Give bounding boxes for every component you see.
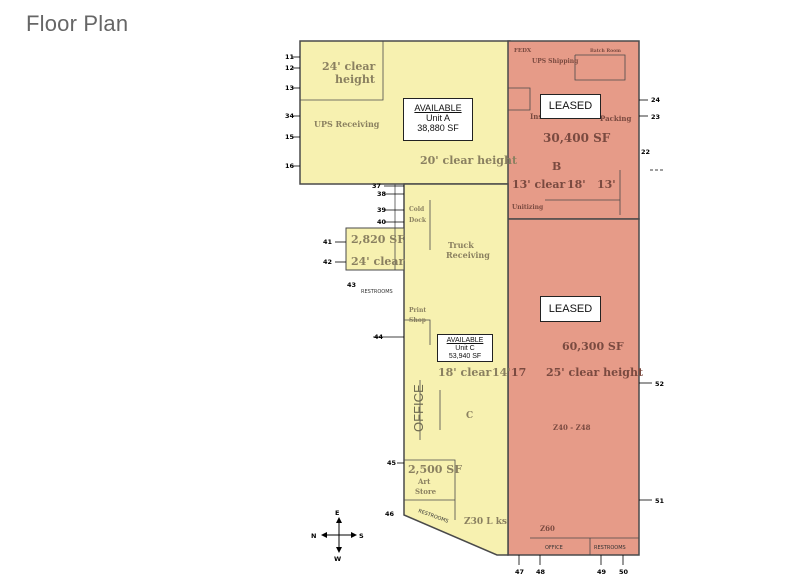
unit-d-clear: 25' clear height: [546, 366, 644, 379]
dock-46: 46: [385, 510, 395, 518]
dock-16: 16: [285, 162, 295, 170]
page-title: Floor Plan: [26, 11, 129, 36]
unit-b-ins: Ins: [530, 112, 542, 121]
dock-47: 47: [515, 568, 524, 576]
dock-23: 23: [651, 113, 660, 121]
dock-45: 45: [387, 459, 397, 467]
unit-b-packing: Packing: [600, 114, 631, 123]
unit-d-restrooms: RESTROOMS: [594, 545, 626, 551]
dock-39: 39: [377, 206, 387, 214]
unit-c-letter: C: [466, 411, 473, 421]
unit-b-unitizing: Unitizing: [512, 204, 544, 211]
unit-c-area: 53,940 SF: [448, 353, 482, 360]
unit-b-status: LEASED: [548, 100, 593, 112]
unit-b-area: 30,400 SF: [543, 131, 611, 145]
unit-a-name: Unit A: [425, 113, 450, 123]
dock-37: 37: [372, 182, 381, 190]
unit-d-zones: Z40 - Z48: [553, 423, 591, 432]
dock-52: 52: [655, 380, 664, 388]
unit-a-area: 38,880 SF: [417, 123, 459, 133]
dock-50: 50: [619, 568, 629, 576]
unit-c-receiving: Receiving: [446, 250, 490, 260]
annex-area[interactable]: [345, 227, 405, 271]
dock-43: 43: [347, 281, 356, 289]
unit-c-name: Unit C: [455, 345, 475, 352]
dock-48: 48: [536, 568, 546, 576]
unit-c-restrooms: RESTROOMS: [361, 289, 393, 295]
unit-b-fedx: FEDX: [514, 48, 532, 54]
unit-c-office: OFFICE: [411, 384, 426, 432]
unit-c-clear: 18' clear: [438, 366, 492, 379]
unit-d-area: 60,300 SF: [562, 340, 624, 353]
dock-13: 13: [285, 84, 294, 92]
unit-b-status-box[interactable]: LEASED: [540, 94, 601, 119]
dock-24: 24: [651, 96, 661, 104]
unit-c-truck: Truck: [448, 240, 474, 250]
unit-c-art-area: 2,500 SF: [408, 463, 462, 476]
compass-s: S: [359, 532, 364, 540]
compass-w: W: [334, 555, 341, 563]
dock-38: 38: [377, 190, 387, 198]
unit-b-clear: 13' clear: [512, 178, 566, 191]
interior-walls: [300, 41, 639, 555]
dock-15: 15: [285, 133, 295, 141]
unit-b-letter: B: [552, 160, 561, 173]
unit-c-print: Print: [409, 307, 426, 314]
compass: E N S W: [311, 509, 364, 563]
unit-a-status-box[interactable]: AVAILABLE Unit A 38,880 SF: [403, 98, 473, 141]
dock-51: 51: [655, 497, 665, 505]
dock-42: 42: [323, 258, 332, 266]
unit-a-ups-receiving: UPS Receiving: [314, 119, 380, 129]
dock-12: 12: [285, 64, 294, 72]
unit-c-annex-area: 2,820 SF: [351, 233, 405, 246]
unit-c-h1: 14': [492, 366, 511, 379]
dock-11: 11: [285, 53, 295, 61]
unit-c-shop: Shop: [409, 317, 426, 324]
dock-44: 44: [374, 333, 384, 341]
unit-b-h1: 18': [567, 178, 586, 191]
unit-d-office: OFFICE: [545, 545, 563, 551]
dock-40: 40: [377, 218, 387, 226]
unit-c-store: Store: [415, 487, 437, 496]
unit-b-ups-shipping: UPS Shipping: [532, 58, 579, 65]
dock-41: 41: [323, 238, 333, 246]
unit-c-cold: Cold: [409, 206, 425, 213]
unit-d-area[interactable]: [507, 218, 640, 556]
unit-d-h1: 17: [511, 366, 526, 379]
unit-b-batch-room: Batch Room: [590, 48, 621, 54]
unit-c-status-box[interactable]: AVAILABLE Unit C 53,940 SF: [437, 334, 493, 362]
unit-c-art: Art: [417, 477, 431, 486]
unit-d-status-box[interactable]: LEASED: [540, 296, 601, 322]
unit-a-clear-top2: height: [335, 73, 376, 86]
unit-b-area[interactable]: [507, 40, 640, 220]
unit-c-annex-clear: 24' clear: [351, 255, 405, 268]
dock-numbers: 11 12 13 34 15 16 37 38 39 40 41 42 43 4…: [285, 53, 665, 576]
unit-c-z30: Z30 L ks: [464, 517, 507, 527]
unit-a-status: AVAILABLE: [414, 103, 462, 113]
dock-22: 22: [641, 148, 650, 156]
dock-49: 49: [597, 568, 607, 576]
dock-34: 34: [285, 112, 295, 120]
unit-a-clear-height: 20' clear height: [420, 154, 518, 167]
unit-c-dock: Dock: [409, 217, 427, 224]
unit-a-clear-top: 24' clear: [322, 60, 376, 73]
compass-n: N: [311, 532, 316, 540]
dock-markers: [292, 56, 665, 565]
unit-d-status: LEASED: [548, 303, 593, 315]
unit-c-status: AVAILABLE: [446, 337, 484, 344]
compass-e: E: [335, 509, 339, 517]
unit-b-h2: 13': [597, 178, 616, 191]
unit-d-z60: Z60: [540, 524, 555, 533]
